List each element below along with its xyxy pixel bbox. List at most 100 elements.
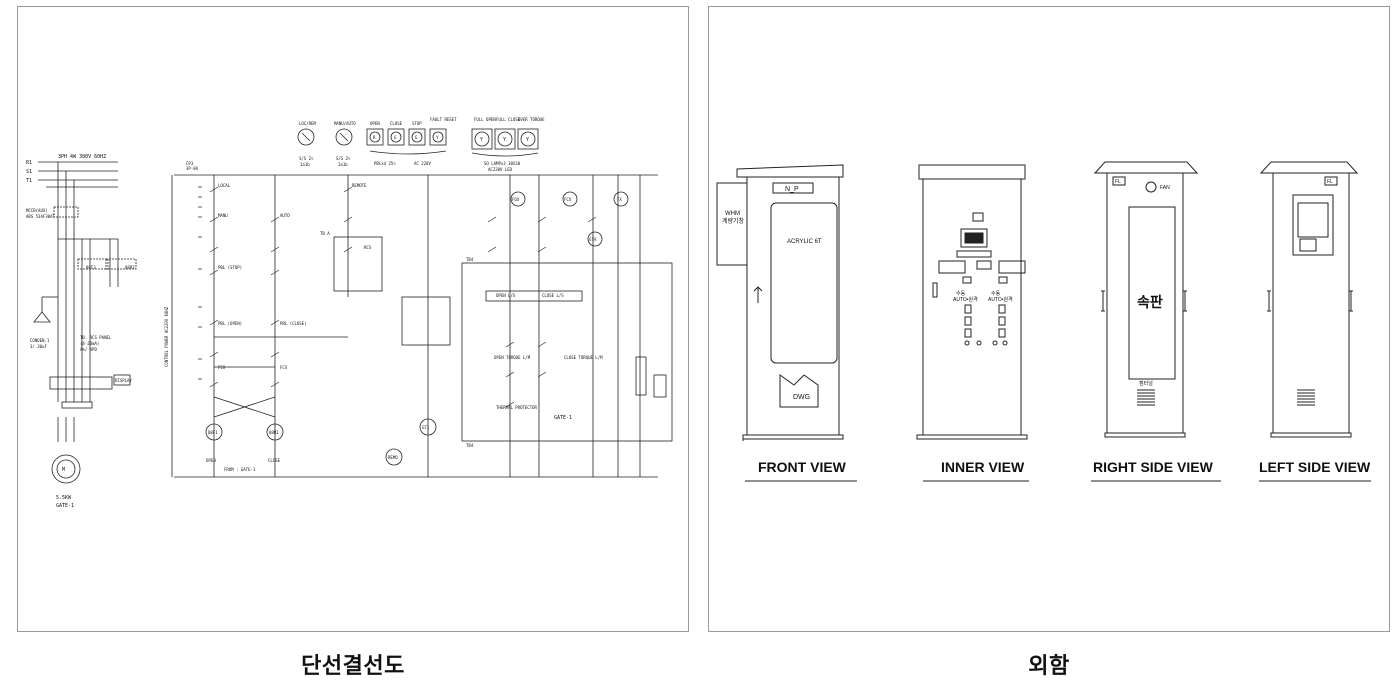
control-power-label: CONTROL POWER AC220V 60HZ <box>164 306 169 367</box>
enclosure-drawings: WHM 계량기창 N_P ACRYLIC 6T DWG FRONT VIEW <box>716 161 1371 482</box>
control-section: CP3 3P-8A CONTROL POWER AC220V 60HZ <box>164 161 673 478</box>
display-label: DISPLAY <box>115 378 132 383</box>
label-pbl-open: PBL (OPEN) <box>218 321 242 326</box>
label-rcs: RCS <box>364 245 372 250</box>
contactor-88r3: 88R3 <box>125 265 135 270</box>
coil-label-fcx: FCX <box>564 197 572 202</box>
label-tb4-top: TB4 <box>466 257 474 262</box>
pb-open-glyph: R <box>373 135 376 140</box>
label-auto: AUTO <box>280 213 290 218</box>
pb-caption: PBLx4 25▽ <box>374 161 396 166</box>
contactor-88f3: 88F3 <box>86 265 96 270</box>
enclosure-caption: 외함 <box>1028 654 1070 679</box>
label-close: CLOSE <box>268 458 281 463</box>
switch-loc-rem-label: LOC/REM <box>299 121 316 126</box>
right-vent-label: 캠터널 <box>1139 380 1153 387</box>
inner-plate-label: 속판 <box>1137 294 1163 310</box>
label-gate-1: GATE-1 <box>554 415 572 421</box>
label-thermal: THERMAL PROTECTOR <box>496 405 538 410</box>
lamp-full-close-glyph: Y <box>503 137 506 143</box>
switch-manu-auto <box>335 128 353 146</box>
selector-switches: LOC/REM S/S 2▽ 1a1b MANU/AUTO S/S 2▽ 1a1… <box>297 121 356 167</box>
right-hinge-icon <box>1101 290 1105 312</box>
supply-t: T1 <box>26 178 32 184</box>
coil-gt1 <box>419 418 437 436</box>
left-window <box>1292 194 1334 256</box>
condenser-spec: 3/.30uF <box>30 344 47 349</box>
fan-icon <box>1145 181 1157 193</box>
pb-open <box>369 131 381 143</box>
acrylic-window <box>770 202 838 364</box>
inner-switch-label-3: 수동 <box>991 291 1001 297</box>
lamp-caption: SQ LAMPx3 30X30 <box>484 161 521 166</box>
motor-symbol <box>51 454 81 484</box>
right-handle-icon <box>1183 290 1187 312</box>
svg-text:M: M <box>62 467 65 473</box>
supply-r: R1 <box>26 160 32 166</box>
display-box <box>113 374 131 386</box>
power-section: R1 S1 T1 3PH 4W 380V 60HZ MCCB(AUX) ABS … <box>26 154 137 509</box>
left-side-view: FL LEFT SIDE VIEW <box>1259 161 1371 482</box>
enclosure-panel: WHM 계량기창 N_P ACRYLIC 6T DWG FRONT VIEW <box>708 6 1390 632</box>
lamp-over-torque-glyph: Y <box>526 137 529 143</box>
switch-manu-auto-contact: 1a1b <box>338 162 348 167</box>
fan-label: FAN <box>1160 185 1170 191</box>
right-vent-grille <box>1137 389 1155 406</box>
label-close-torque: CLOSE TORQUE L/M <box>564 355 603 360</box>
left-handle-icon <box>1349 290 1353 312</box>
right-fl-label: FL <box>1115 179 1121 185</box>
motor-power: 5.5KW <box>56 495 72 501</box>
inner-view: 수동 AUTO•원격 수동 AUTO•원격 INNER VIEW <box>916 164 1029 482</box>
pb-reset-glyph: Y <box>436 135 439 140</box>
rcs-panel-label: TO. RCS PANEL <box>80 335 112 340</box>
pb-open-label: OPEN <box>370 121 380 126</box>
np-plate <box>772 182 814 194</box>
coil-label-88r1: 88R1 <box>269 430 279 435</box>
schematic-labels: LOCAL REMOTE MANU AUTO PBL (STOP) PBL (O… <box>206 183 622 472</box>
inner-switch-label-1: 수동 <box>956 291 966 297</box>
inner-switch-label-2: AUTO•원격 <box>953 296 978 303</box>
lamp-full-close <box>497 131 513 147</box>
pb-stop <box>411 131 423 143</box>
left-vent-grille <box>1297 389 1315 406</box>
coil-label-remo: REMO <box>388 455 398 460</box>
pb-reset-label: FAULT RESET <box>430 117 457 122</box>
label-from-gate: FROM : GATE-1 <box>224 467 256 472</box>
lamp-full-open <box>474 131 490 147</box>
coil-label-fox: FOX <box>512 197 520 202</box>
lamp-fox <box>510 191 526 207</box>
coil-label-88f1: 88F1 <box>208 430 218 435</box>
label-pbl-close: PBL (CLOSE) <box>280 321 307 326</box>
label-open-torque: OPEN TORQUE L/M <box>494 355 531 360</box>
label-tb4-bottom: TB4 <box>466 443 474 448</box>
front-view-title: FRONT VIEW <box>758 459 847 475</box>
rcs-panel-range: A%/ APD <box>80 347 97 352</box>
left-hinge-icon <box>1267 290 1271 312</box>
lamp-over-torque <box>520 131 536 147</box>
schematic-caption: 단선결선도 <box>301 654 405 679</box>
mccb-label: MCCB(AUX) <box>26 208 48 213</box>
rcs-panel-signal: (4-20mA) <box>80 341 99 346</box>
cp-label: CP3 <box>186 161 194 166</box>
schematic-diagram: R1 S1 T1 3PH 4W 380V 60HZ MCCB(AUX) ABS … <box>26 117 673 509</box>
door-handle-icon <box>753 286 763 303</box>
pb-close-glyph: G <box>394 135 397 140</box>
coil-88f1 <box>205 423 223 441</box>
switch-manu-auto-label: MANU/AUTO <box>334 121 356 126</box>
left-side-view-title: LEFT SIDE VIEW <box>1259 459 1371 475</box>
supply-s: S1 <box>26 169 32 175</box>
front-view: WHM 계량기창 N_P ACRYLIC 6T DWG FRONT VIEW <box>716 164 857 482</box>
pb-close <box>390 131 402 143</box>
meter-box-label: WHM <box>725 211 740 217</box>
acrylic-label: ACRYLIC 6T <box>787 239 822 245</box>
label-local: LOCAL <box>218 183 231 188</box>
lamp-full-open-label: FULL OPEN <box>474 117 496 122</box>
lamp-fx <box>613 191 629 207</box>
inner-plate <box>1128 206 1176 380</box>
motor-name: GATE-1 <box>56 503 74 509</box>
switch-loc-rem-contact: 1a1b <box>300 162 310 167</box>
cp-spec: 3P-8A <box>186 166 199 171</box>
coil-label-gta: GTA <box>589 237 597 242</box>
lamp-full-close-label: FULL CLOSE <box>496 117 521 122</box>
pb-close-label: CLOSE <box>390 121 403 126</box>
